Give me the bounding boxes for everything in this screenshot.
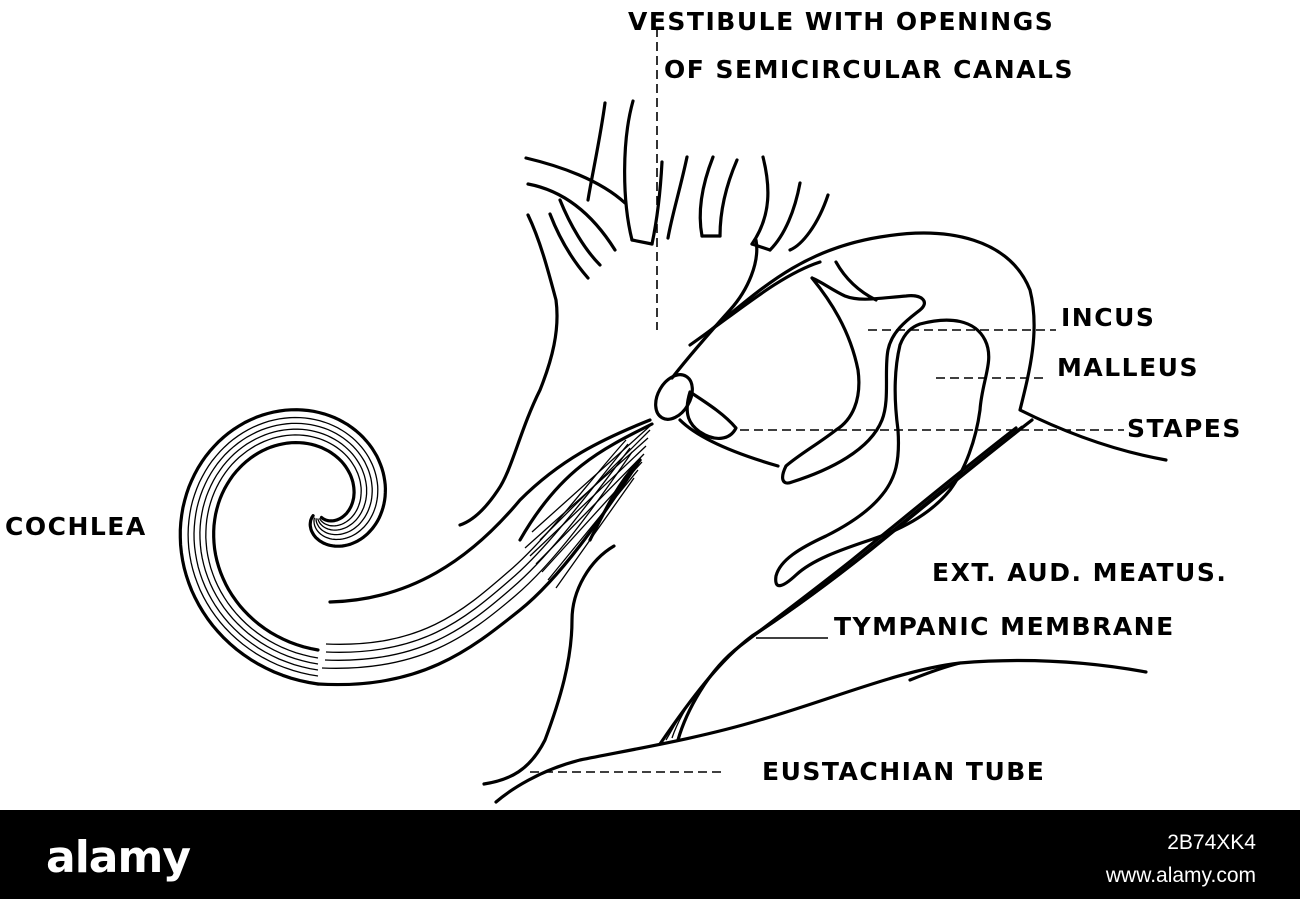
- malleus-bone: [774, 318, 991, 588]
- cochlea-coil: [193, 422, 373, 671]
- label-tympanic-membrane: TYMPANIC MEMBRANE: [834, 612, 1175, 641]
- label-vestibule-line2: OF SEMICIRCULAR CANALS: [664, 55, 1074, 84]
- watermark-code: 2B74XK4 www.alamy.com: [1106, 826, 1256, 892]
- watermark-image-id: 2B74XK4: [1167, 831, 1256, 854]
- eustachian-tube: [494, 658, 1148, 804]
- label-incus: INCUS: [1061, 303, 1155, 332]
- watermark-logo: alamy: [46, 832, 191, 883]
- leader-lines: [530, 28, 1124, 773]
- ear-anatomy-diagram: VESTIBULE WITH OPENINGS OF SEMICIRCULAR …: [5, 7, 1242, 804]
- label-malleus: MALLEUS: [1057, 353, 1199, 382]
- tensor-muscle: [518, 422, 654, 589]
- vestibule: [458, 99, 830, 527]
- label-stapes: STAPES: [1127, 414, 1242, 443]
- cochlea-coil: [178, 408, 387, 686]
- cochlea-coil: [187, 416, 379, 677]
- tympanic-membrane: [658, 418, 1034, 746]
- label-ext-aud-meatus: EXT. AUD. MEATUS.: [932, 558, 1227, 587]
- incus-bone: [781, 260, 926, 485]
- watermark-site: www.alamy.com: [1105, 864, 1256, 887]
- tympanic-cavity: [482, 231, 1168, 786]
- cochlea-spiral: [178, 408, 387, 686]
- stapes-bone: [654, 373, 780, 468]
- watermark-bar: alamy 2B74XK4 www.alamy.com: [0, 810, 1300, 899]
- cochlea-duct: [316, 418, 652, 687]
- cochlea-coil: [205, 434, 362, 659]
- cochlea-coil: [199, 428, 368, 665]
- label-vestibule-line1: VESTIBULE WITH OPENINGS: [628, 7, 1054, 36]
- label-eustachian-tube: EUSTACHIAN TUBE: [762, 757, 1045, 786]
- label-cochlea: COCHLEA: [5, 512, 147, 541]
- cochlea-coil: [212, 441, 356, 652]
